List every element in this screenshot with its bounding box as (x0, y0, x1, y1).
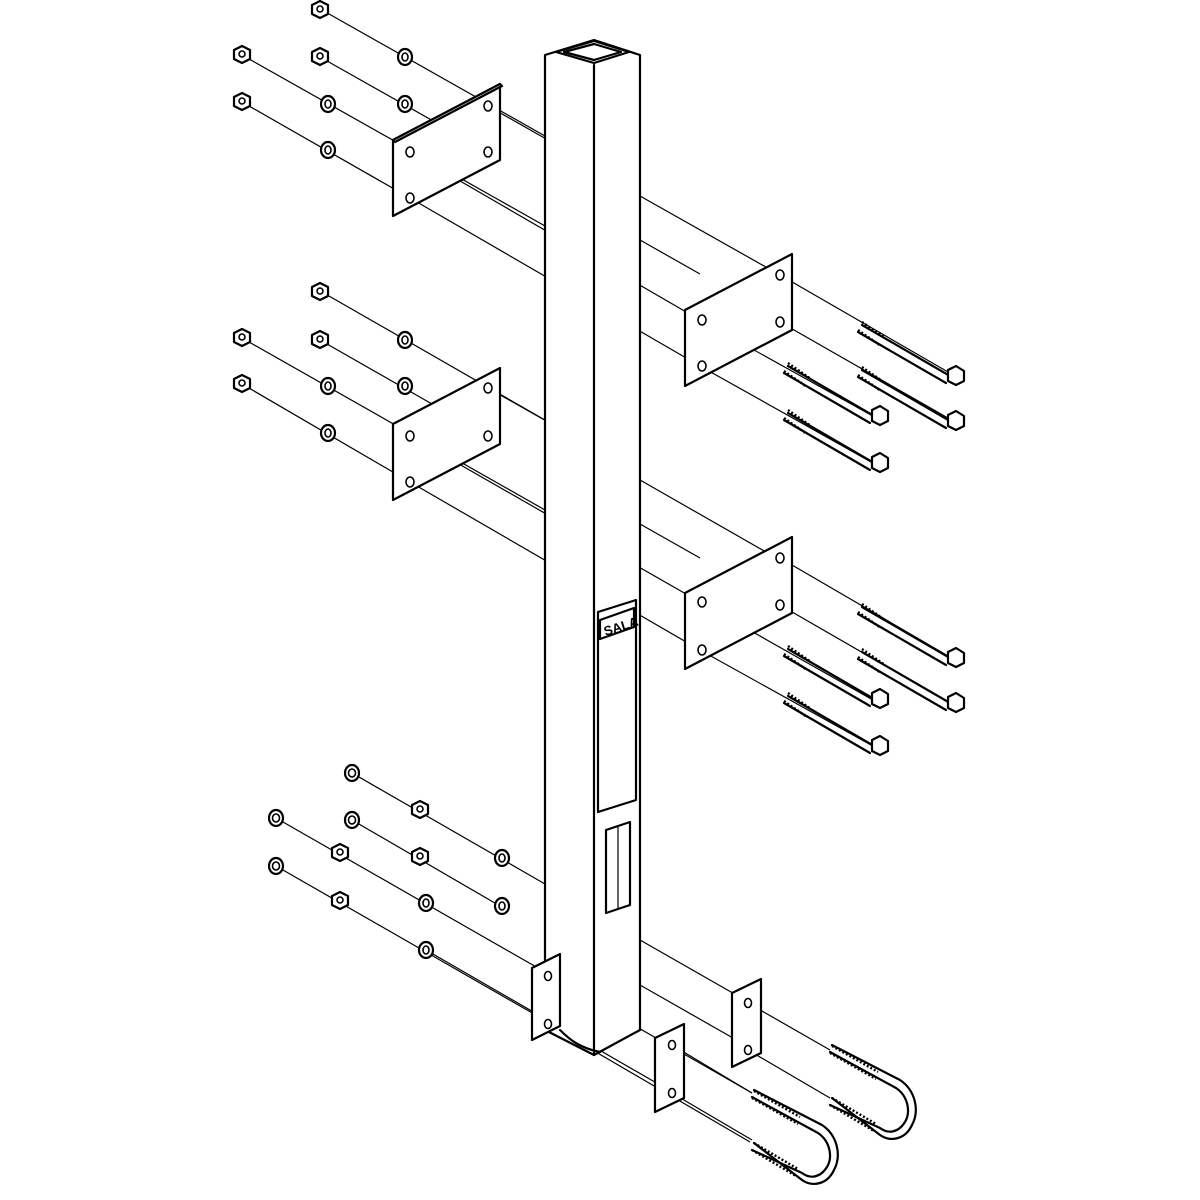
hex-nuts (232, 0, 430, 911)
washer (493, 896, 511, 916)
post-label-panel (596, 598, 638, 814)
hex-nut (410, 799, 430, 820)
washer (319, 140, 337, 160)
hex-nut (232, 327, 252, 348)
hex-bolt (856, 366, 966, 432)
lower-bracket-left (530, 952, 602, 1054)
u-bolts (750, 1043, 917, 1185)
square-post (543, 38, 642, 1057)
hex-nut (232, 44, 252, 65)
middle-right-mounting-plate (683, 535, 794, 671)
hex-bolt (856, 648, 966, 714)
washer (417, 893, 435, 913)
cap-nuts (267, 763, 361, 876)
cap-nut (343, 763, 361, 783)
washer (319, 376, 337, 396)
cap-nut (343, 810, 361, 830)
cap-nut (267, 856, 285, 876)
hex-nut (330, 890, 350, 911)
hex-bolt (782, 362, 890, 427)
hex-bolt (782, 409, 890, 474)
hex-bolt (856, 603, 966, 669)
hex-nut (410, 846, 430, 867)
washer (396, 47, 414, 67)
hex-nut (310, 329, 330, 350)
washer (396, 376, 414, 396)
lower-bracket-center (653, 1022, 686, 1114)
washer (396, 330, 414, 350)
hex-bolt (856, 321, 966, 387)
cap-nut (267, 808, 285, 828)
hex-nut (232, 373, 252, 394)
hex-nut (310, 0, 330, 20)
washer (319, 423, 337, 443)
upper-right-mounting-plate (683, 252, 794, 388)
hex-nut (232, 91, 252, 112)
lower-bracket-right (730, 977, 763, 1069)
washer (493, 848, 511, 868)
hex-bolt (782, 645, 890, 710)
middle-left-mounting-plate (391, 366, 502, 502)
hex-nut (310, 281, 330, 302)
washer (319, 94, 337, 114)
washer (396, 94, 414, 114)
hex-bolt (782, 692, 890, 757)
washer (417, 940, 435, 960)
u-bolt-right (828, 1043, 917, 1140)
u-bolt-left (750, 1088, 839, 1185)
washers (319, 47, 511, 960)
hex-nut (330, 842, 350, 863)
hex-bolts (782, 321, 966, 757)
hex-nut (310, 46, 330, 67)
upper-left-mounting-plate (391, 82, 504, 218)
